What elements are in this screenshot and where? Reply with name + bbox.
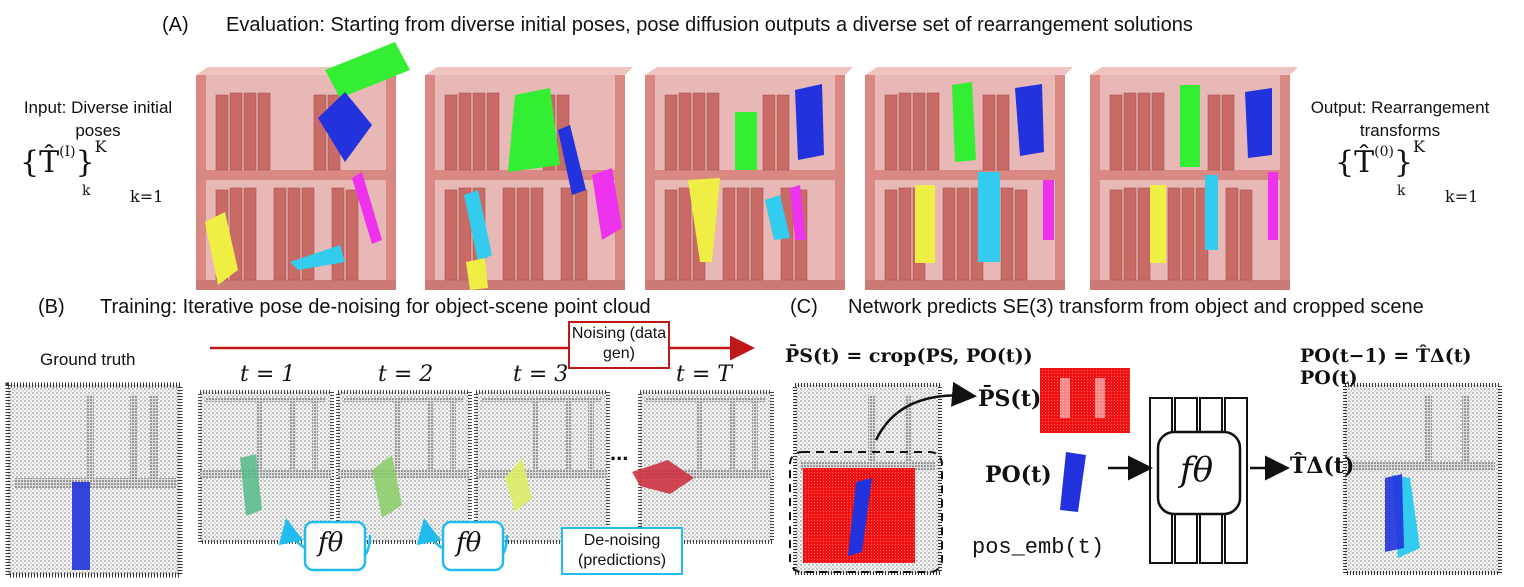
network-block xyxy=(1149,397,1248,564)
panel-c-title: Network predicts SE(3) transform from ob… xyxy=(848,296,1424,318)
transform-label: T̂Δ(t) xyxy=(1290,453,1355,479)
cyan-book-5 xyxy=(1205,175,1218,250)
noisy-cloud-t3 xyxy=(474,390,610,544)
input-math-sup: (I) xyxy=(59,144,76,160)
output-label: Output: Rearrangement transforms xyxy=(1310,98,1490,140)
green-book-1 xyxy=(325,42,410,98)
noisy-cloud-tT xyxy=(632,390,774,544)
step-tT: t = T xyxy=(676,362,732,387)
f-theta-box-1 xyxy=(303,520,367,572)
output-math-sup: (0) xyxy=(1374,144,1394,160)
network-label: fθ xyxy=(1180,450,1214,490)
green-book-2 xyxy=(508,88,560,172)
input-math-upper: K xyxy=(94,137,107,156)
panel-b-title: Training: Iterative pose de-noising for … xyxy=(100,296,651,318)
gt-object xyxy=(72,482,90,570)
steps-ellipsis: ... xyxy=(610,440,629,465)
shelf-1 xyxy=(195,42,410,291)
magenta-book-4 xyxy=(1043,180,1054,240)
input-math-sub: k xyxy=(82,183,91,199)
panel-a-title: Evaluation: Starting from diverse initia… xyxy=(226,14,1193,36)
blue-book-3 xyxy=(795,84,824,160)
panel-c-letter: (C) xyxy=(790,296,818,318)
crop-arrow xyxy=(874,381,977,441)
output-math: {T̂(0)}K k k=1 xyxy=(1335,137,1479,206)
noising-box xyxy=(568,321,670,369)
input-math-lower: k=1 xyxy=(130,187,164,206)
output-math-sub: k xyxy=(1397,183,1406,199)
cropped-scene-label: P̄S(t) xyxy=(978,386,1042,412)
object-label: PO(t) xyxy=(985,462,1052,488)
shelf-5 xyxy=(1089,66,1299,291)
blue-book-4 xyxy=(1015,84,1044,156)
denoising-box xyxy=(561,527,683,575)
cyan-book-2 xyxy=(464,190,492,262)
update-equation: PO(t−1) = T̂Δ(t) PO(t) xyxy=(1300,345,1472,389)
yellow-book-1 xyxy=(205,212,238,285)
crop-region xyxy=(789,451,943,573)
yellow-book-3 xyxy=(688,178,720,262)
panel-a-letter: (A) xyxy=(162,14,189,36)
ground-truth-label: Ground truth xyxy=(40,350,136,369)
shelf-3 xyxy=(644,66,854,291)
blue-book-1 xyxy=(318,92,372,162)
scene-cloud-input xyxy=(789,383,943,575)
input-math: {T̂(I)}K k k=1 xyxy=(20,137,164,206)
yellow-book-5 xyxy=(1150,185,1166,263)
step-t1: t = 1 xyxy=(240,362,296,387)
noising-label: Noising (data gen) xyxy=(571,325,667,362)
cyan-book-1 xyxy=(290,245,345,270)
ground-truth-cloud xyxy=(5,382,183,578)
object-cloud xyxy=(1060,452,1086,512)
pos-emb-label: pos_emb(t) xyxy=(972,535,1105,560)
scene-cloud-output xyxy=(1343,383,1502,575)
magenta-book-2 xyxy=(592,168,622,240)
output-math-upper: K xyxy=(1413,137,1425,156)
shelf-4 xyxy=(864,66,1074,291)
shelf-2 xyxy=(424,66,634,291)
cyan-book-3 xyxy=(765,195,790,240)
step-t2: t = 2 xyxy=(378,362,434,387)
output-math-lower: k=1 xyxy=(1445,187,1479,206)
output-math-main: {T̂ xyxy=(1335,145,1375,180)
magenta-book-3 xyxy=(790,185,806,240)
yellow-book-4 xyxy=(915,185,935,263)
green-book-4 xyxy=(952,82,976,162)
magenta-book-5 xyxy=(1268,172,1278,240)
panel-b-letter: (B) xyxy=(38,296,65,318)
cropped-scene xyxy=(1040,368,1130,433)
magenta-book-1 xyxy=(352,172,382,244)
crop-equation: P̄S(t) = crop(PS, PO(t)) xyxy=(785,345,1033,367)
f-theta-1: fθ xyxy=(318,528,344,558)
f-theta-2: fθ xyxy=(456,528,482,558)
noisy-cloud-t2 xyxy=(336,390,472,544)
input-math-main: {T̂ xyxy=(20,145,60,180)
green-book-5 xyxy=(1180,85,1200,167)
yellow-book-2 xyxy=(466,258,488,290)
step-t3: t = 3 xyxy=(513,362,569,387)
cyan-book-4 xyxy=(978,172,1000,262)
blue-book-2 xyxy=(558,125,586,195)
blue-book-5 xyxy=(1245,88,1272,158)
denoising-label: De-noising (predictions) xyxy=(577,532,667,569)
noisy-cloud-t1 xyxy=(198,390,334,544)
input-label: Input: Diverse initial poses xyxy=(23,98,173,140)
f-theta-box-2 xyxy=(441,520,505,572)
green-book-3 xyxy=(735,112,757,170)
